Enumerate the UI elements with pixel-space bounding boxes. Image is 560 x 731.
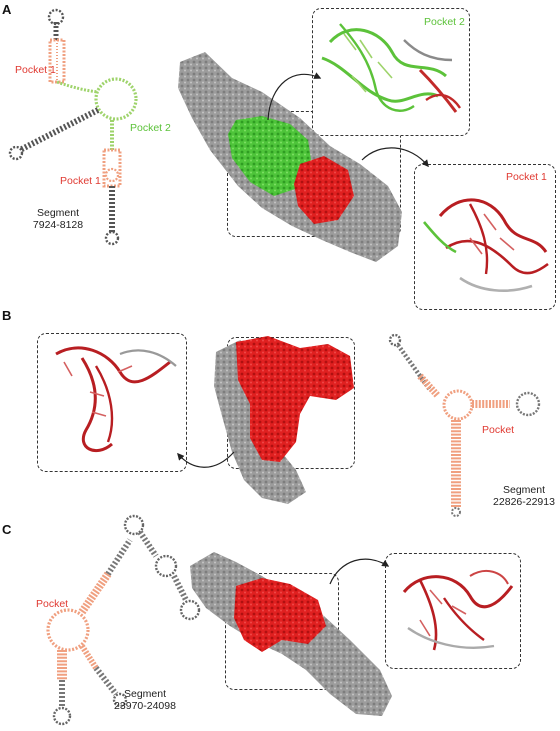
panel-a-secondary-structure (8, 8, 138, 246)
panel-a-pocket1-label-top: Pocket 1 (15, 64, 56, 76)
panel-c-secondary-structure (46, 514, 201, 726)
panel-a-pocket1-label-bottom: Pocket 1 (60, 175, 101, 187)
panel-c-pocket-label: Pocket (36, 598, 69, 610)
panel-b-segment-label: Segment 22826-22913 (490, 484, 558, 508)
panel-c-segment-label: Segment 23970-24098 (112, 688, 178, 712)
panel-a-inset-pocket1-label: Pocket 1 (506, 171, 547, 183)
panel-a-segment-label: Segment 7924-8128 (28, 207, 88, 231)
panel-a-inset-pocket2-label: Pocket 2 (424, 16, 465, 28)
arrow-to-pocket2-inset (267, 72, 322, 121)
panel-letter-b: B (2, 308, 12, 323)
panel-a-pocket2-label: Pocket 2 (130, 122, 171, 134)
panel-b-pocket-label: Pocket (482, 424, 515, 436)
panel-a-inset-pocket1-ribbons (423, 198, 549, 292)
panel-b-segment-range: 22826-22913 (493, 496, 555, 508)
panel-c-surface-model (190, 552, 392, 716)
panel-a-inset-pocket2 (312, 8, 470, 136)
panel-b-surface-model (214, 336, 354, 504)
panel-c-segment-word: Segment (123, 688, 167, 700)
panel-a-segment-range: 7924-8128 (32, 219, 84, 231)
panel-c-segment-range: 23970-24098 (114, 700, 176, 712)
panel-a-segment-word: Segment (36, 207, 80, 219)
arrow-to-pocket1-inset (361, 147, 429, 168)
panel-b-secondary-structure (388, 333, 541, 517)
panel-a-inset-pocket2-ribbons (321, 23, 461, 113)
arrow-to-panel-c-inset (329, 558, 390, 585)
panel-b-inset-ribbons (55, 346, 177, 453)
panel-letter-a: A (2, 2, 12, 17)
arrow-to-panel-b-inset (177, 451, 235, 468)
panel-b-segment-word: Segment (502, 484, 546, 496)
panel-letter-c: C (2, 522, 12, 537)
panel-c-inset-ribbons (402, 569, 514, 651)
panel-a-surface-model (178, 52, 402, 262)
